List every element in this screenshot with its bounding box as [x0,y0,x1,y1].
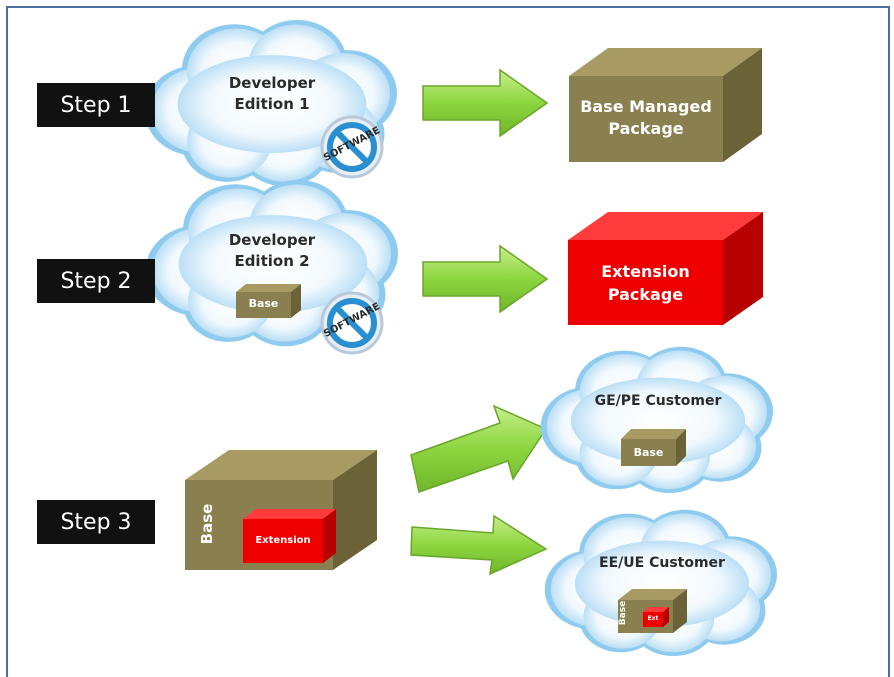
customer-title: EE/UE Customer [599,555,725,571]
step-1-label: Step 1 [37,83,155,127]
right-arrow-icon [422,244,549,314]
package-title-line2: Package [607,285,684,304]
cloud-title-line2: Edition 2 [234,252,310,270]
package-title-line1: Extension [601,262,690,281]
big-box-label: Base [198,503,216,545]
cloud-title-line1: Developer [228,74,316,92]
package-box-icon [569,48,762,162]
customer-title: GE/PE Customer [594,393,722,409]
package-box-icon [236,284,301,318]
mini-box-label: Base [248,297,279,310]
package-title-line2: Package [608,119,684,138]
ext-box-label: Ext [647,615,659,622]
right-arrow-icon [410,514,548,576]
step-2-label: Step 2 [37,259,155,303]
diagram-frame [6,6,890,677]
cloud-icon [544,509,777,657]
package-box-icon [568,212,763,325]
step-3-label: Step 3 [37,500,155,544]
customer-box-label: Base [618,600,628,626]
customer-box-label: Base [633,446,664,459]
package-box-icon [185,450,377,570]
right-arrow-icon [422,68,549,138]
package-box-icon [618,589,687,633]
no-software-icon [320,115,384,179]
package-box-icon [621,429,686,466]
package-title-line1: Base Managed [580,97,712,116]
cloud-icon [540,346,773,494]
inner-box-label: Extension [255,535,311,546]
cloud-title-line2: Edition 1 [234,95,310,113]
right-arrow-icon [410,404,548,493]
no-software-icon [320,291,384,355]
cloud-title-line1: Developer [228,231,316,249]
